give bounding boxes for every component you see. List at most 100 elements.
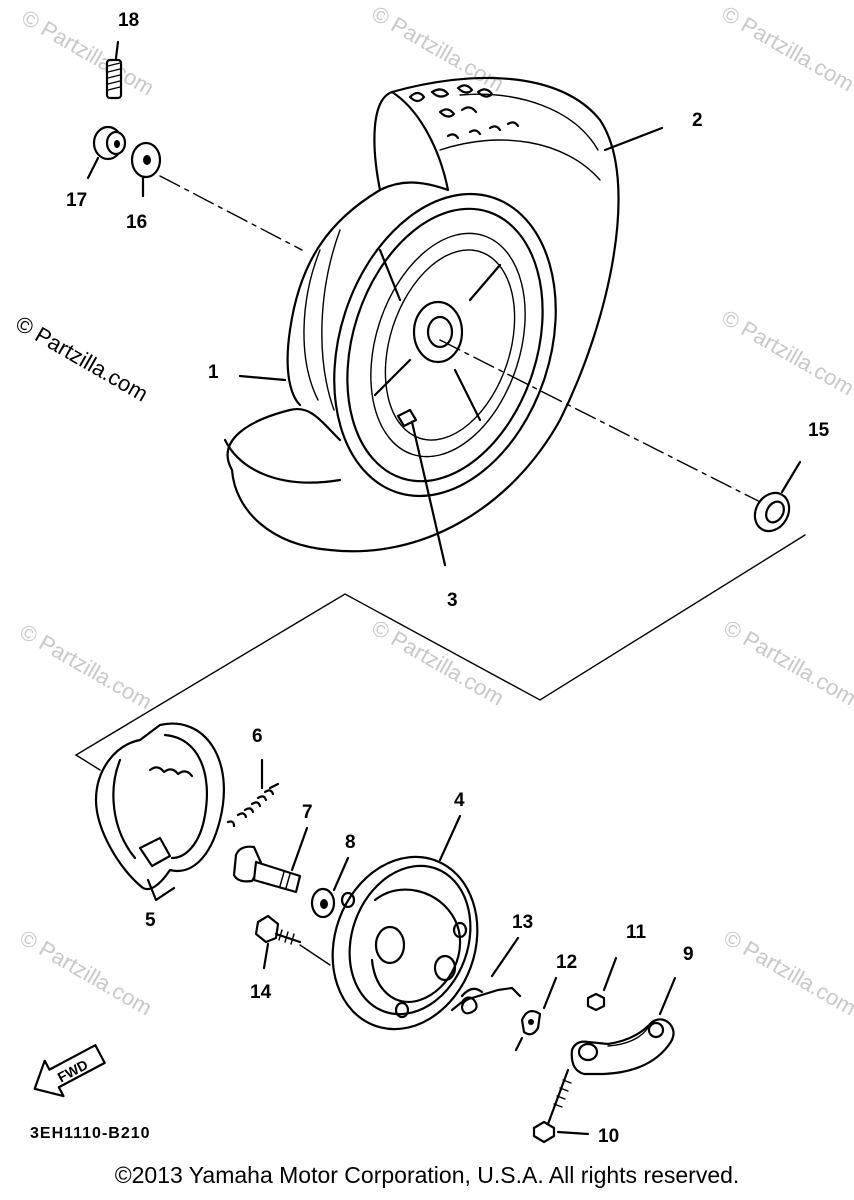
hub-outer [412, 300, 464, 364]
callout-line-14 [262, 942, 270, 970]
washer-centerline [159, 175, 303, 251]
plate-hole [394, 1001, 410, 1019]
tire-cut-lower [226, 407, 342, 472]
callout-labels: 18 17 16 2 1 15 3 6 4 7 8 5 13 11 9 12 1… [66, 10, 830, 1147]
tire-outer-outline [230, 76, 620, 553]
callout-line-12 [542, 976, 558, 1010]
shoe-return-spring [148, 766, 194, 778]
hub-bore [426, 315, 454, 349]
shoe-inner-arc [112, 758, 137, 860]
drawing-code: 3EH1110-B210 [30, 1125, 151, 1142]
watermark: © Partzilla.com [720, 925, 854, 1021]
callout-13: 13 [512, 912, 533, 933]
fwd-arrow-shape [33, 1044, 106, 1098]
callout-1: 1 [208, 362, 219, 383]
cam-shaft [252, 860, 302, 894]
tire-left-sidewall [286, 90, 394, 407]
spring-13 [450, 936, 522, 1015]
tire-cut-lower-inner [223, 438, 342, 484]
callout-line-1 [238, 374, 287, 382]
bolt-thread [553, 1079, 572, 1108]
callout-line-5 [146, 878, 176, 902]
wheel-spokes [373, 248, 502, 422]
watermark: © Partzilla.com [12, 311, 153, 407]
valve-body [396, 408, 418, 428]
bolt-14-centerline [299, 944, 331, 966]
camshaft-7 [232, 826, 309, 894]
washer-16 [130, 141, 162, 198]
seal-hole [320, 899, 328, 909]
bolt-18 [105, 40, 123, 100]
callout-line-10 [556, 1130, 590, 1136]
washer-hole [143, 155, 151, 165]
callout-line-18 [114, 40, 120, 60]
cam-spline [279, 871, 291, 889]
nut-body [586, 992, 606, 1012]
assembly-boundary-line [74, 534, 806, 771]
bolt-thread [278, 929, 295, 945]
nut-hole [114, 140, 120, 148]
callout-18: 18 [118, 10, 139, 31]
brake-shoe-plate [331, 814, 479, 1031]
plate-center [374, 925, 406, 965]
brake-shoe-outline [94, 722, 225, 891]
callout-8: 8 [345, 832, 356, 853]
rim-lip [346, 207, 544, 483]
callout-line-4 [438, 814, 462, 862]
callout-14: 14 [250, 982, 272, 1003]
callout-line-7 [290, 826, 309, 872]
valve-stem [396, 408, 447, 567]
callout-12: 12 [556, 952, 577, 973]
collar-outer [753, 491, 791, 533]
spring-6 [226, 758, 280, 828]
watermark: © Partzilla.com [720, 615, 854, 711]
watermark: © Partzilla.com [16, 925, 157, 1021]
indicator-tab [514, 1036, 524, 1052]
callout-10: 10 [598, 1126, 619, 1147]
watermark: © Partzilla.com [718, 1, 854, 97]
bolt-thread [107, 62, 121, 91]
collar-inner [765, 500, 785, 524]
callout-line-17 [86, 156, 100, 180]
tire-tread-line [439, 139, 601, 181]
collar-15 [753, 491, 791, 533]
bolt-10 [532, 1068, 590, 1144]
watermark: © Partzilla.com [16, 619, 157, 715]
indicator-hole [528, 1019, 534, 1025]
callout-2: 2 [692, 110, 703, 131]
cam-lever-9 [570, 976, 677, 1076]
callout-7: 7 [302, 802, 313, 823]
callout-16: 16 [126, 212, 147, 233]
nut-17 [86, 125, 127, 180]
lever-body [570, 1018, 675, 1076]
brake-shoe [94, 722, 225, 902]
axle-centerline [439, 339, 781, 513]
bolt-14 [254, 914, 331, 970]
watermark: © Partzilla.com [718, 305, 854, 401]
bolt-head [254, 914, 280, 944]
callout-6: 6 [252, 726, 263, 747]
spring-coil-loop [460, 987, 484, 998]
lever-contour [607, 1027, 649, 1047]
plate-rim [348, 864, 472, 1016]
wheel-rim [333, 192, 557, 498]
callout-line-11 [602, 956, 618, 992]
shoe-pivot-end [138, 836, 172, 868]
lever-end-hole [647, 1021, 665, 1039]
bolt-head [532, 1120, 556, 1144]
tire-groove [303, 249, 321, 401]
spring-coil [226, 782, 280, 828]
shoe-lining [163, 733, 209, 860]
tire-groove [321, 229, 341, 411]
seal-8 [310, 856, 350, 919]
callout-15: 15 [808, 420, 830, 441]
callout-line-8 [332, 856, 350, 892]
tire [223, 76, 620, 553]
forward-arrow: FWD [33, 1044, 106, 1098]
plate-hole [340, 891, 356, 909]
watermark: © Partzilla.com [368, 615, 509, 711]
callout-4: 4 [454, 790, 465, 811]
rim-inner [370, 232, 526, 458]
